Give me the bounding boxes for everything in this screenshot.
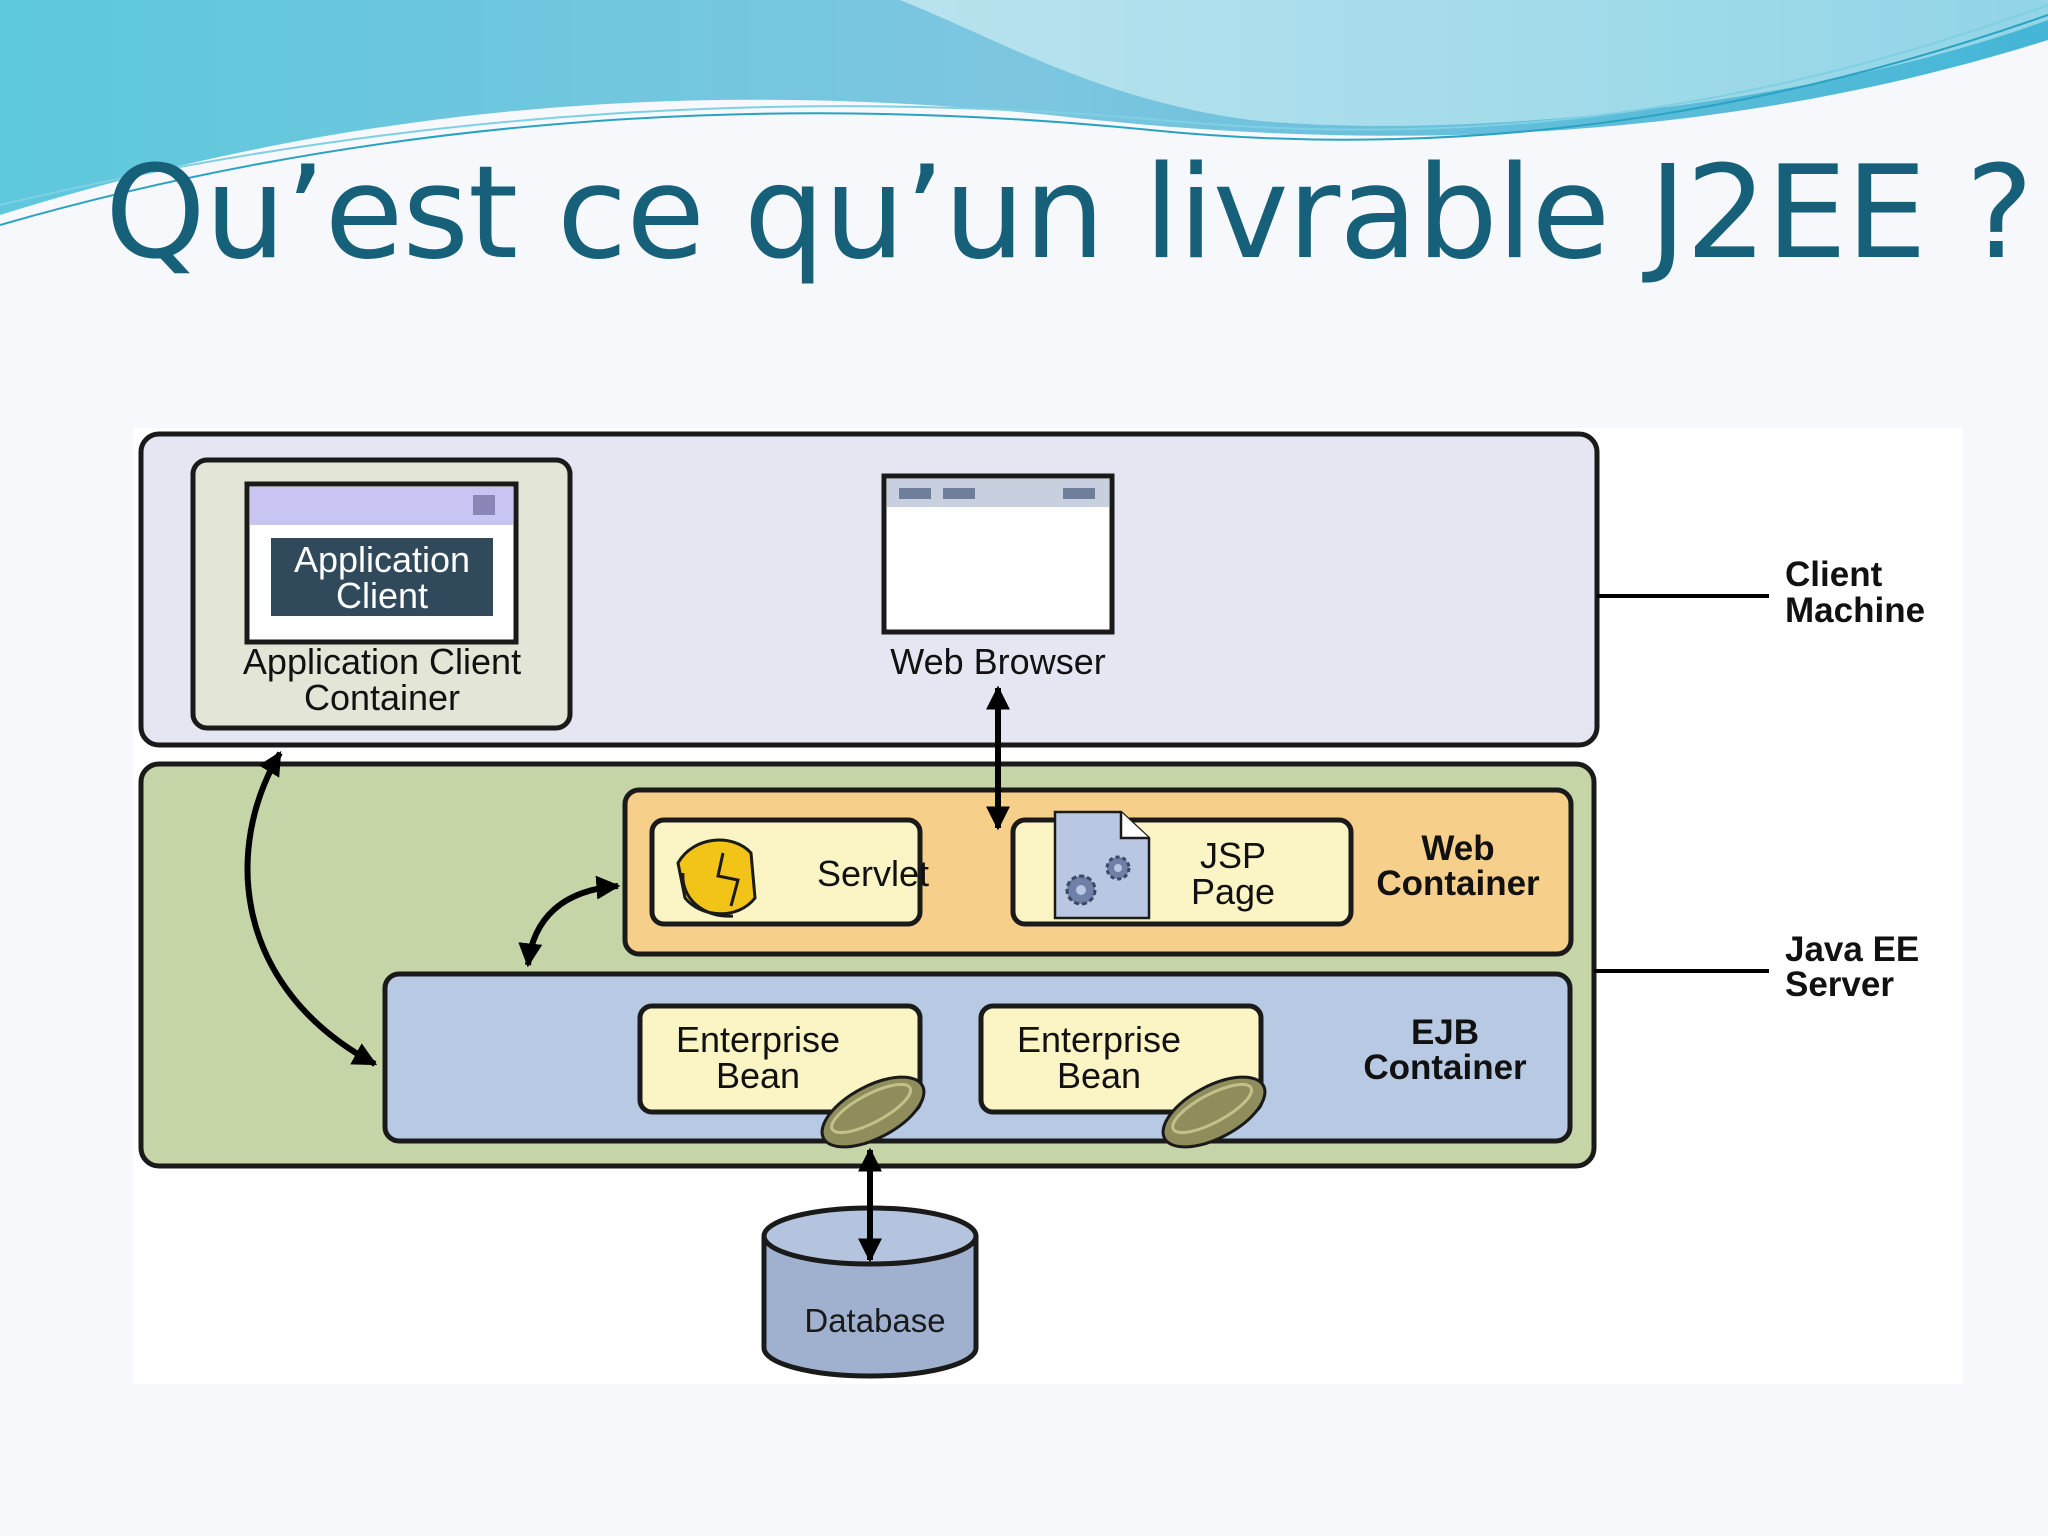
enterprise-bean-1: Enterprise Bean [637, 1003, 926, 1149]
servlet-label: Servlet [817, 853, 929, 894]
bean-icon [820, 1075, 926, 1149]
web-browser-label: Web Browser [890, 641, 1105, 682]
enterprise-bean-2: Enterprise Bean [978, 1003, 1267, 1149]
slide-title: Qu’est ce qu’un livrable J2EE ? [105, 139, 2033, 288]
java-ee-server-label-line1: Java EE [1785, 930, 1919, 969]
window-control-icon [473, 495, 495, 515]
java-ee-server-label-line2: Server [1785, 965, 1894, 1004]
web-browser: Web Browser [881, 473, 1115, 682]
servlet-icon [676, 838, 757, 918]
database-label: Database [804, 1302, 945, 1339]
client-machine-label-line2: Machine [1785, 591, 1925, 630]
header-wave-decoration [0, 0, 2048, 226]
j2ee-architecture-diagram: Application Client Application Client Co… [133, 428, 1963, 1384]
ejb-container-label-line1: EJB [1411, 1013, 1479, 1052]
jsp-label-line1: JSP [1200, 835, 1266, 876]
application-client-box [271, 538, 493, 616]
ejb-container-label-line2: Container [1363, 1048, 1527, 1087]
jsp-document-icon [1053, 810, 1151, 920]
jsp-page-component: JSP Page [1010, 810, 1354, 927]
web-ejb-arrow [518, 875, 621, 968]
application-client-label-line1: Application [294, 539, 470, 580]
bean-icon [1161, 1075, 1267, 1149]
application-client-container-label-line2: Container [304, 677, 460, 718]
enterprise-bean-1-label-line2: Bean [716, 1055, 800, 1096]
jsp-label-line2: Page [1191, 871, 1275, 912]
ejb-container: EJB Container [382, 971, 1573, 1144]
database-cylinder: Database [761, 1205, 979, 1379]
application-client-container-label-line1: Application Client [243, 641, 521, 682]
enterprise-bean-2-label-line1: Enterprise [1017, 1019, 1181, 1060]
servlet-component: Servlet [649, 817, 929, 927]
application-client-container: Application Client Application Client Co… [190, 457, 573, 731]
enterprise-bean-1-label-line1: Enterprise [676, 1019, 840, 1060]
application-client-label-line2: Client [336, 575, 428, 616]
web-container-label-line2: Container [1376, 864, 1540, 903]
web-container-label-line1: Web [1421, 829, 1494, 868]
enterprise-bean-2-label-line2: Bean [1057, 1055, 1141, 1096]
client-ejb-arrow [244, 750, 378, 1067]
client-machine-label-line1: Client [1785, 555, 1883, 594]
